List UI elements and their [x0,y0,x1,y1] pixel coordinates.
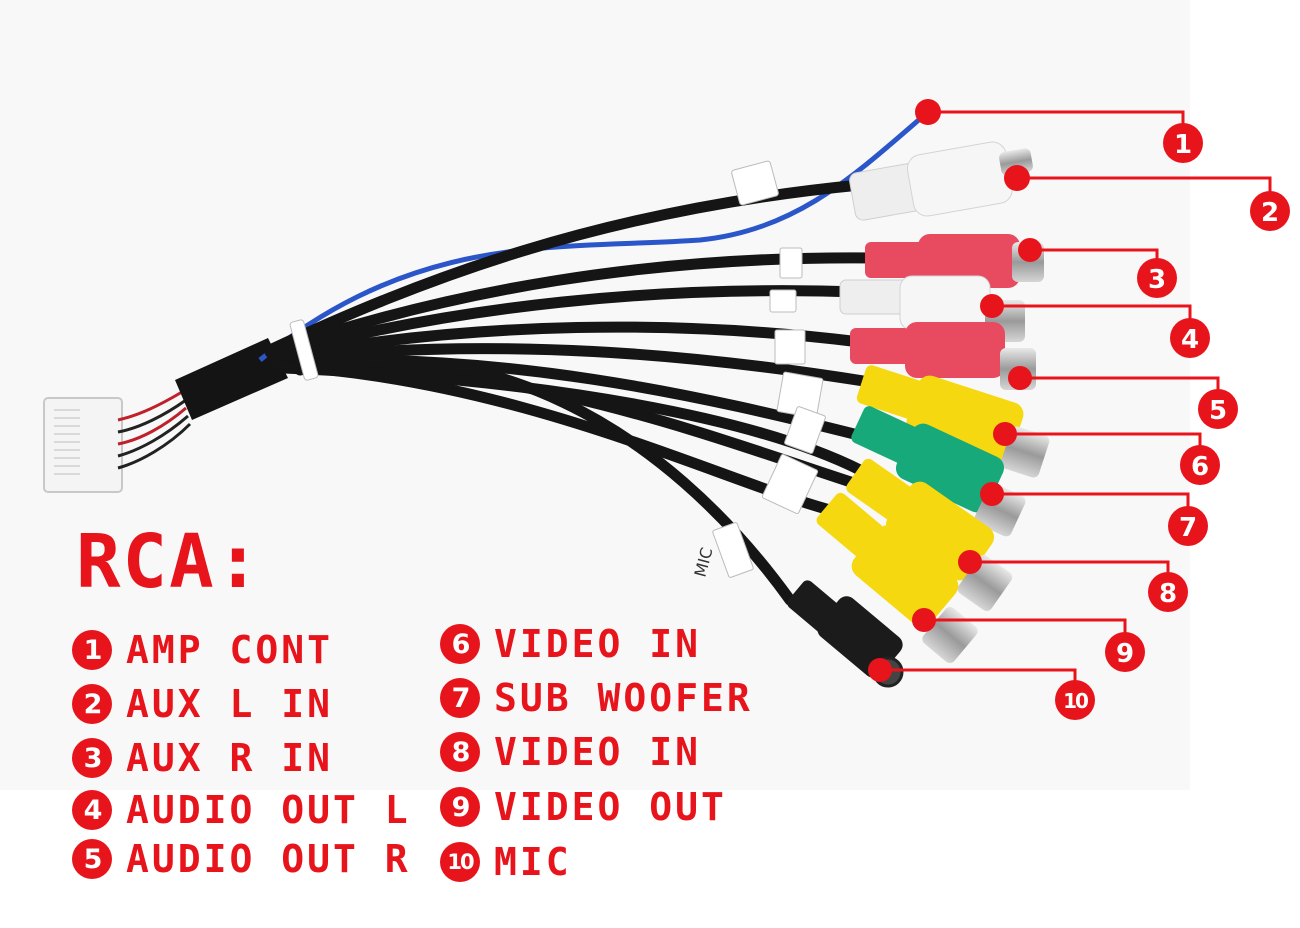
callout-7: 7 [1179,513,1197,543]
callout-9: 9 [1116,639,1134,669]
connector-wires [117,390,192,470]
legend-number: 8 [440,732,480,772]
legend-item-8: 8 VIDEO IN [440,730,701,774]
legend-label: AUDIO OUT L [126,788,411,832]
legend-number: 6 [440,624,480,664]
legend-number: 4 [72,790,112,830]
legend-number: 3 [72,738,112,778]
legend-label: VIDEO IN [494,730,702,774]
legend-number: 1 [72,630,112,670]
legend-label: SUB WOOFER [494,676,753,720]
callout-5: 5 [1209,396,1227,426]
legend-item-6: 6 VIDEO IN [440,622,701,666]
legend-item-9: 9 VIDEO OUT [440,785,727,829]
legend-number: 9 [440,787,480,827]
legend-label: AMP CONT [126,628,334,672]
legend-number: 5 [72,839,112,879]
callout-1: 1 [1174,130,1192,160]
callout-3: 3 [1148,265,1166,295]
legend-item-3: 3 AUX R IN [72,736,333,780]
legend-item-5: 5 AUDIO OUT R [72,837,411,881]
callout-8: 8 [1159,579,1177,609]
legend-item-1: 1 AMP CONT [72,628,333,672]
plug-aux-r-in [865,234,1044,288]
callout-6: 6 [1191,452,1209,482]
rca-heading: RCA: [76,519,263,605]
callout-leaders [880,110,1272,684]
legend-label: MIC [494,840,572,884]
legend-number: 7 [440,678,480,718]
legend-label: AUX L IN [126,682,334,726]
plug-aux-l-in [849,141,1033,221]
legend-label: AUX R IN [126,736,334,780]
callout-2: 2 [1261,198,1279,228]
callout-badges: 1 2 3 4 5 6 7 8 9 10 [1055,123,1290,720]
legend-item-7: 7 SUB WOOFER [440,676,753,720]
legend-label: VIDEO IN [494,622,702,666]
legend-item-2: 2 AUX L IN [72,682,333,726]
cable-labels [289,160,826,578]
harness-connector [43,397,123,493]
mic-wire-label: MIC [691,545,717,579]
callout-10: 10 [1063,689,1088,713]
callout-dots [868,99,1042,682]
legend-number: 10 [440,842,480,882]
legend-number: 2 [72,684,112,724]
legend-item-4: 4 AUDIO OUT L [72,788,411,832]
legend-label: VIDEO OUT [494,785,727,829]
legend-item-10: 10 MIC [440,840,572,884]
callout-4: 4 [1181,325,1199,355]
legend-label: AUDIO OUT R [126,837,411,881]
